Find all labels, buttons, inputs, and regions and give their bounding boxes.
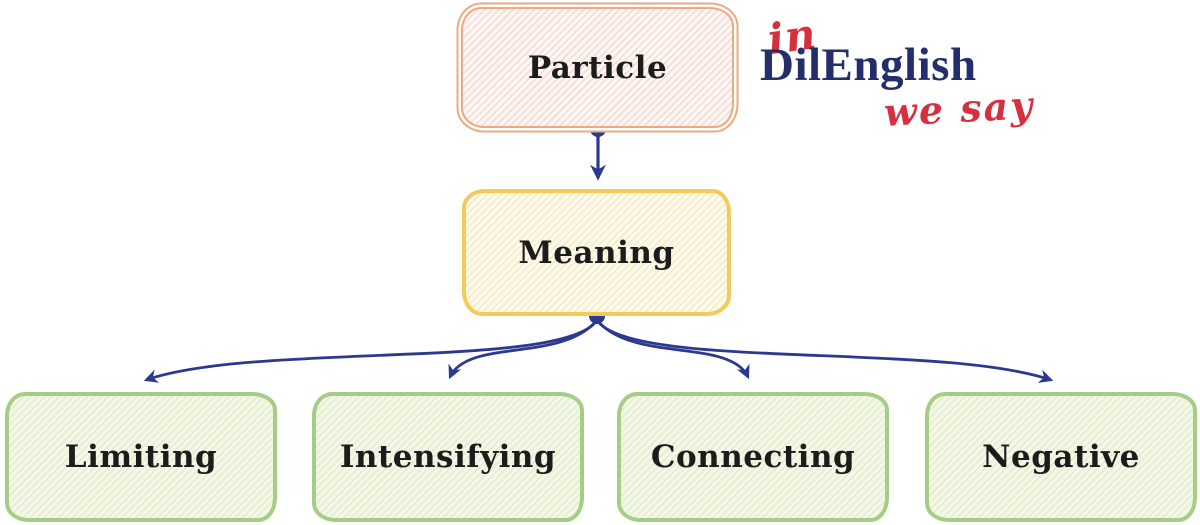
node-particle: Particle (461, 7, 734, 128)
logo-suffix-text: we say (882, 82, 1036, 135)
node-limiting: Limiting (5, 392, 277, 522)
node-particle-label: Particle (527, 49, 668, 86)
logo-brand-text: DilEnglish (760, 39, 977, 91)
node-connecting: Connecting (617, 392, 889, 522)
arrow-meaning-to-connecting (595, 319, 750, 380)
node-connecting-label: Connecting (650, 439, 856, 475)
node-negative-label: Negative (982, 439, 1140, 475)
node-limiting-label: Limiting (64, 439, 218, 475)
brand-logo: in DilEnglish we say (760, 9, 1040, 145)
node-negative: Negative (925, 392, 1197, 522)
node-meaning-label: Meaning (518, 234, 675, 271)
node-meaning: Meaning (462, 189, 731, 316)
arrow-meaning-to-negative (595, 319, 1054, 383)
arrow-meaning-to-intensifying (448, 319, 599, 380)
arrow-meaning-to-limiting (143, 319, 599, 383)
node-intensifying-label: Intensifying (339, 439, 557, 475)
node-intensifying: Intensifying (312, 392, 584, 522)
